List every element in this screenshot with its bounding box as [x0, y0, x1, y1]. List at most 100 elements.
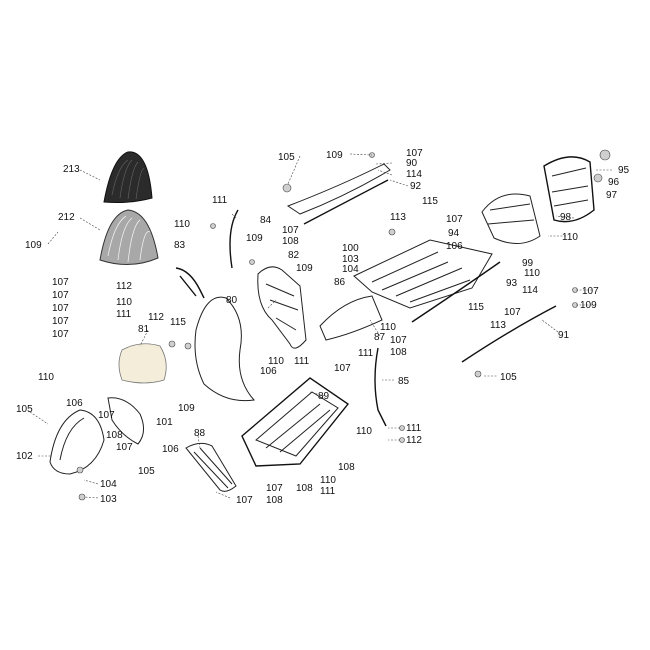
callout-91: 91: [558, 330, 570, 341]
callout-84: 84: [260, 215, 272, 226]
part-113-rail: [411, 261, 501, 323]
callout-101: 101: [156, 417, 173, 428]
part-82-inner-panel: [257, 266, 307, 349]
part-80-leg-shield: [194, 296, 255, 402]
part-97-carrier: [543, 156, 595, 223]
callout-103: 103: [342, 254, 359, 265]
callout-110: 110: [356, 426, 372, 437]
callout-107: 107: [406, 148, 423, 159]
callout-107: 107: [334, 363, 351, 374]
callout-106: 106: [162, 444, 179, 455]
callout-106: 106: [446, 241, 463, 252]
callout-83: 83: [174, 240, 186, 251]
callout-107: 107: [52, 329, 69, 340]
callout-107: 107: [52, 277, 69, 288]
callout-88: 88: [194, 428, 206, 439]
callout-111: 111: [116, 309, 132, 320]
part-85-stay: [374, 347, 387, 427]
callout-108: 108: [390, 347, 407, 358]
callout-95: 95: [618, 165, 630, 176]
callout-82: 82: [288, 250, 300, 261]
callout-115: 115: [422, 196, 438, 207]
part-81-front-cover: [118, 343, 167, 384]
callout-115: 115: [468, 302, 484, 313]
callout-107: 107: [390, 335, 407, 346]
part-shapes: [49, 151, 595, 492]
callout-93: 93: [506, 278, 518, 289]
callout-92: 92: [410, 181, 422, 192]
callout-110: 110: [116, 297, 132, 308]
callout-114: 114: [406, 169, 422, 180]
callout-99: 99: [522, 258, 534, 269]
callout-109: 109: [178, 403, 195, 414]
callout-108: 108: [338, 462, 355, 473]
callout-112: 112: [116, 281, 132, 292]
callout-86: 86: [334, 277, 346, 288]
part-92-rail: [303, 179, 389, 225]
callout-111: 111: [320, 486, 336, 497]
callout-104: 104: [100, 479, 117, 490]
callout-81: 81: [138, 324, 150, 335]
callout-labels: 213 212 109 107 107 107 107 107 110 105 …: [16, 148, 630, 506]
callout-80: 80: [226, 295, 238, 306]
callout-110: 110: [38, 372, 54, 383]
callout-104: 104: [342, 264, 359, 275]
callout-107: 107: [266, 483, 283, 494]
hardware: [76, 149, 611, 501]
callout-98: 98: [560, 212, 572, 223]
part-83-bracket: [175, 267, 205, 299]
callout-112: 112: [406, 435, 422, 446]
callout-107: 107: [446, 214, 463, 225]
part-102-front-fender: [49, 409, 105, 475]
callout-107: 107: [116, 442, 133, 453]
callout-111: 111: [358, 348, 374, 359]
callout-113: 113: [390, 212, 406, 223]
callout-105: 105: [16, 404, 33, 415]
callout-111: 111: [294, 356, 310, 367]
callout-110: 110: [562, 232, 578, 243]
callout-107: 107: [236, 495, 253, 506]
callout-107: 107: [282, 225, 299, 236]
callout-89: 89: [318, 391, 330, 402]
callout-107: 107: [52, 303, 69, 314]
part-98-box: [481, 193, 541, 244]
callout-110: 110: [174, 219, 190, 230]
callout-107: 107: [52, 290, 69, 301]
callout-105: 105: [500, 372, 517, 383]
part-212-seat-cover: [99, 209, 159, 265]
callout-109: 109: [246, 233, 263, 244]
part-floor-board: [353, 239, 493, 309]
callout-114: 114: [522, 285, 538, 296]
callout-97: 97: [606, 190, 618, 201]
callout-109: 109: [25, 240, 42, 251]
callout-107: 107: [98, 410, 115, 421]
callout-115: 115: [170, 317, 186, 328]
callout-110: 110: [268, 356, 284, 367]
callout-107: 107: [52, 316, 69, 327]
part-91-rail: [461, 305, 557, 363]
part-213-seat-cover: [103, 151, 153, 203]
part-87-side-panel: [319, 295, 383, 341]
callout-102: 102: [16, 451, 33, 462]
part-88-lower-panel: [185, 442, 237, 492]
callout-113: 113: [490, 320, 506, 331]
callout-107: 107: [582, 286, 599, 297]
part-84-strip: [229, 209, 239, 269]
callout-109: 109: [580, 300, 597, 311]
callout-105: 105: [278, 152, 295, 163]
callout-213: 213: [63, 164, 80, 175]
callout-106: 106: [260, 366, 277, 377]
callout-108: 108: [282, 236, 299, 247]
callout-108: 108: [296, 483, 313, 494]
callout-112: 112: [148, 312, 164, 323]
callout-111: 111: [212, 195, 228, 206]
callout-87: 87: [374, 332, 386, 343]
part-90-rail: [286, 163, 391, 215]
callout-212: 212: [58, 212, 75, 223]
callout-106: 106: [66, 398, 83, 409]
part-89-floor-frame: [241, 377, 350, 467]
callout-111: 111: [406, 423, 422, 434]
callout-105: 105: [138, 466, 155, 477]
callout-108: 108: [106, 430, 123, 441]
